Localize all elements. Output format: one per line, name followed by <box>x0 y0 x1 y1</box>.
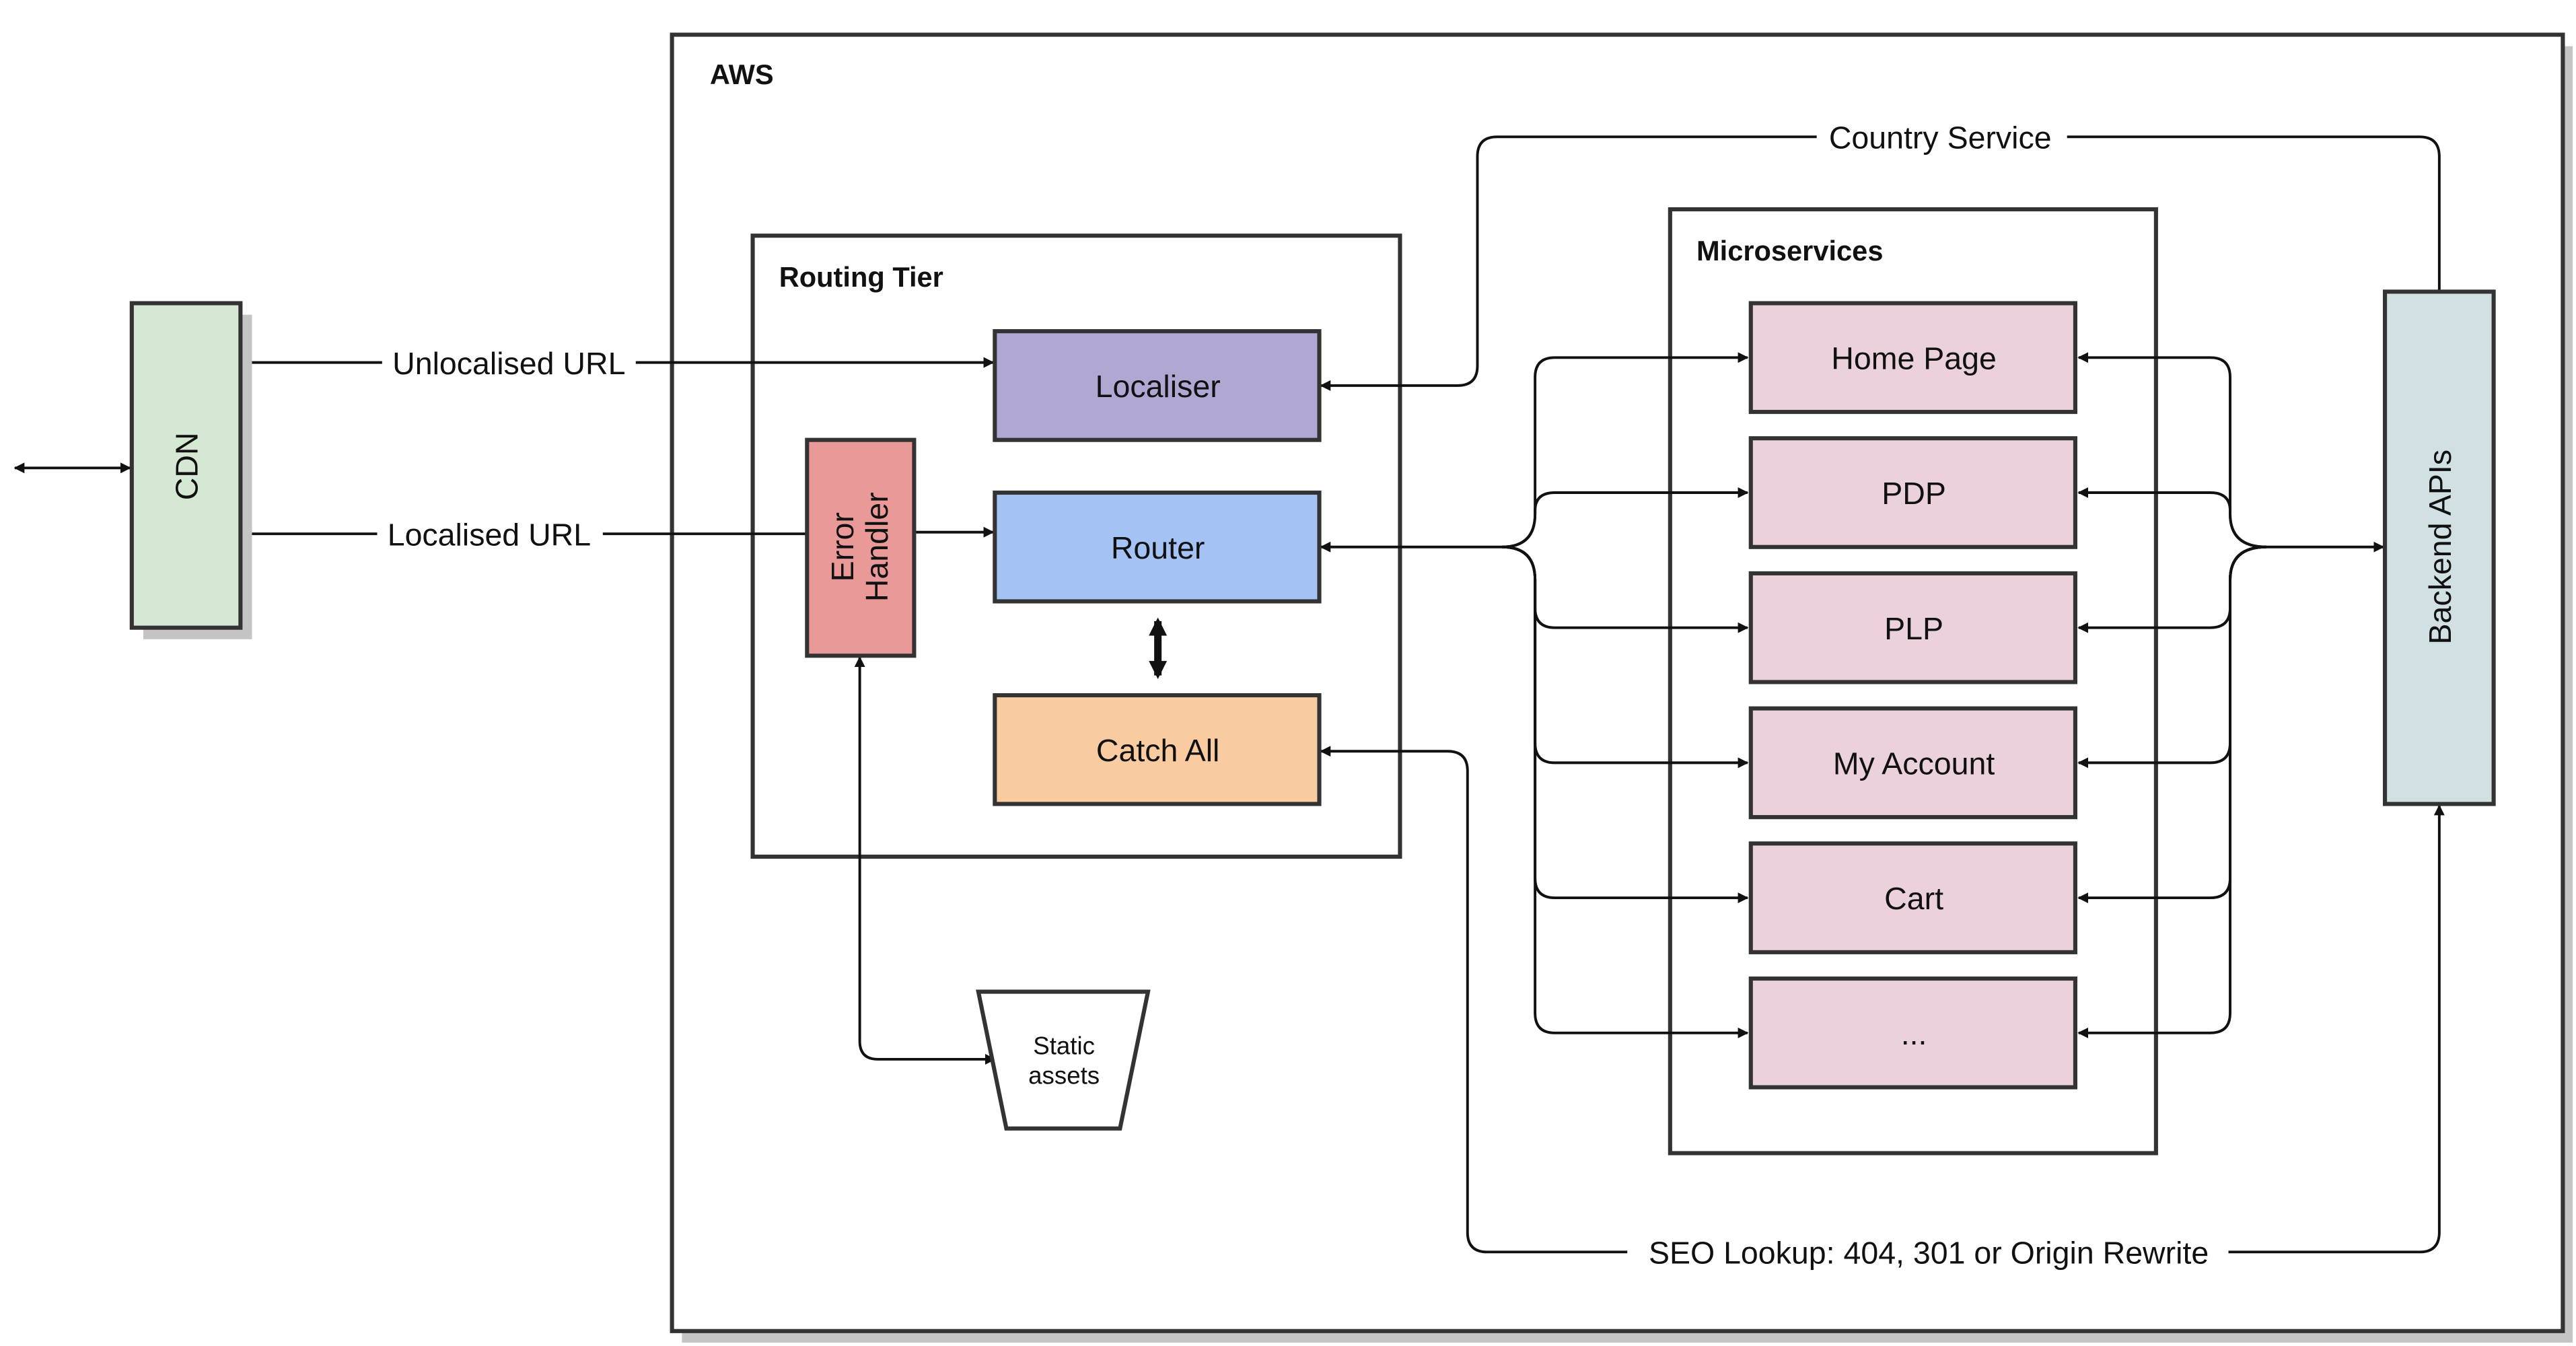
catch-all-label: Catch All <box>1096 733 1220 768</box>
microservice-item[interactable]: My Account <box>1748 706 2077 820</box>
edge-country-service-left <box>1320 135 1817 391</box>
edge-seo-lookup-left <box>1320 746 1628 1254</box>
microservice-item[interactable]: PDP <box>1748 436 2077 549</box>
label-localised-url: Localised URL <box>388 517 591 552</box>
localiser-label: Localiser <box>1096 369 1221 404</box>
microservice-item[interactable]: PLP <box>1748 571 2077 684</box>
static-assets-label-line1: Static <box>1033 1032 1095 1060</box>
microservice-label: Cart <box>1884 881 1943 916</box>
backend-apis-label: Backend APIs <box>2423 450 2458 645</box>
routing-tier-title: Routing Tier <box>779 261 943 293</box>
edge-seo-lookup-right <box>2228 804 2445 1254</box>
label-unlocalised-url: Unlocalised URL <box>392 346 625 381</box>
microservice-item[interactable]: ... <box>1748 976 2077 1090</box>
edge-router-to-more <box>1502 545 1749 1038</box>
microservice-label: PLP <box>1884 611 1943 646</box>
error-handler-node[interactable]: Error Handler <box>805 437 917 658</box>
backend-apis-node[interactable]: Backend APIs <box>2383 289 2496 806</box>
edge-router-to-pdp <box>1502 487 1749 548</box>
error-handler-label-line2: Handler <box>859 492 894 602</box>
edge-backend-to-more <box>2077 545 2266 1038</box>
connectors <box>13 135 2445 1254</box>
catch-all-node[interactable]: Catch All <box>993 693 1322 806</box>
label-seo-lookup: SEO Lookup: 404, 301 or Origin Rewrite <box>1649 1235 2209 1270</box>
router-node[interactable]: Router <box>993 490 1322 604</box>
microservice-label: Home Page <box>1831 341 1997 376</box>
microservice-item[interactable]: Home Page <box>1748 301 2077 415</box>
aws-title: AWS <box>710 59 774 90</box>
cdn-node[interactable]: CDN <box>129 301 252 639</box>
router-label: Router <box>1111 530 1205 565</box>
static-assets-node[interactable]: Static assets <box>976 989 1151 1131</box>
microservices-title: Microservices <box>1696 235 1883 267</box>
error-handler-label-line1: Error <box>825 512 860 581</box>
microservice-item[interactable]: Cart <box>1748 841 2077 954</box>
edge-error-static <box>854 656 996 1065</box>
label-country-service: Country Service <box>1829 120 2052 155</box>
edge-labels: Unlocalised URL Localised URL Country Se… <box>388 120 2209 1270</box>
edge-country-service-right <box>2067 135 2441 290</box>
microservice-label: My Account <box>1833 746 1995 781</box>
localiser-node[interactable]: Localiser <box>993 329 1322 442</box>
edge-backend-to-pdp <box>2077 487 2266 548</box>
static-assets-label-line2: assets <box>1028 1062 1100 1090</box>
microservice-label: PDP <box>1882 476 1946 511</box>
microservice-label: ... <box>1901 1016 1927 1051</box>
cdn-label: CDN <box>170 432 205 500</box>
